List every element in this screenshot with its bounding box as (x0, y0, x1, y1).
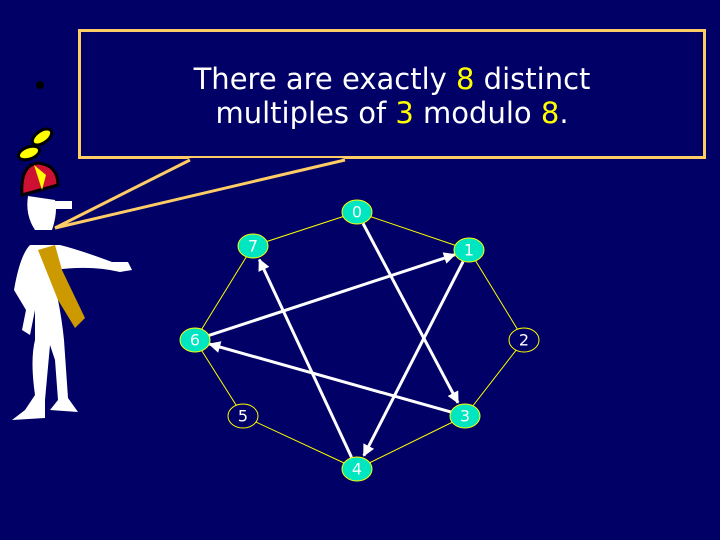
node-label: 3 (460, 407, 470, 426)
octagon-ring (194, 211, 525, 470)
ring-edge (356, 415, 466, 470)
node-1: 1 (453, 237, 485, 263)
caption-text: distinct (474, 62, 591, 96)
caption-text: modulo (413, 96, 541, 130)
ring-edge (194, 339, 244, 417)
node-7: 7 (237, 233, 269, 259)
caption-text: There are exactly (193, 62, 457, 96)
residue-nodes: 0 1 2 3 4 5 6 7 (179, 199, 540, 482)
arrow-6-to-1 (206, 252, 456, 338)
node-circle (179, 327, 211, 353)
ring-edge (252, 211, 358, 247)
node-label: 7 (248, 237, 258, 256)
node-label: 6 (190, 331, 200, 350)
caption-highlight: 3 (395, 96, 414, 130)
ring-edge (194, 245, 254, 341)
caption-text: . (559, 96, 569, 130)
ring-edge (356, 211, 470, 251)
node-label: 2 (519, 331, 529, 350)
caption-line-1: There are exactly 8 distinct (78, 62, 706, 96)
caption-line-2: multiples of 3 modulo 8. (78, 96, 706, 130)
node-5: 5 (227, 403, 259, 429)
node-label: 4 (352, 460, 362, 479)
node-label: 5 (238, 407, 248, 426)
node-circle (508, 327, 540, 353)
node-6: 6 (179, 327, 211, 353)
caption-highlight: 8 (540, 96, 560, 130)
ring-edge (242, 415, 358, 470)
arrow-0-to-3 (361, 222, 460, 404)
ring-edge (468, 249, 525, 341)
node-circle (453, 237, 485, 263)
node-0: 0 (341, 199, 373, 225)
node-circle (341, 456, 373, 482)
node-label: 1 (464, 241, 474, 260)
node-2: 2 (508, 327, 540, 353)
speech-bubble (78, 29, 706, 159)
node-circle (237, 233, 269, 259)
caption-text: multiples of (215, 96, 396, 130)
multiples-arrows (206, 222, 465, 458)
node-circle (449, 403, 481, 429)
arrow-4-to-7 (257, 258, 353, 458)
node-4: 4 (341, 456, 373, 482)
caption-highlight: 8 (456, 62, 475, 96)
arrow-3-to-6 (208, 341, 453, 414)
node-circle (341, 199, 373, 225)
speech-bubble-tail (54, 158, 346, 230)
ring-edge (464, 339, 525, 417)
propeller-hat-character (12, 81, 132, 420)
arrow-1-to-4 (362, 260, 465, 457)
node-3: 3 (449, 403, 481, 429)
node-label: 0 (352, 203, 362, 222)
node-circle (227, 403, 259, 429)
